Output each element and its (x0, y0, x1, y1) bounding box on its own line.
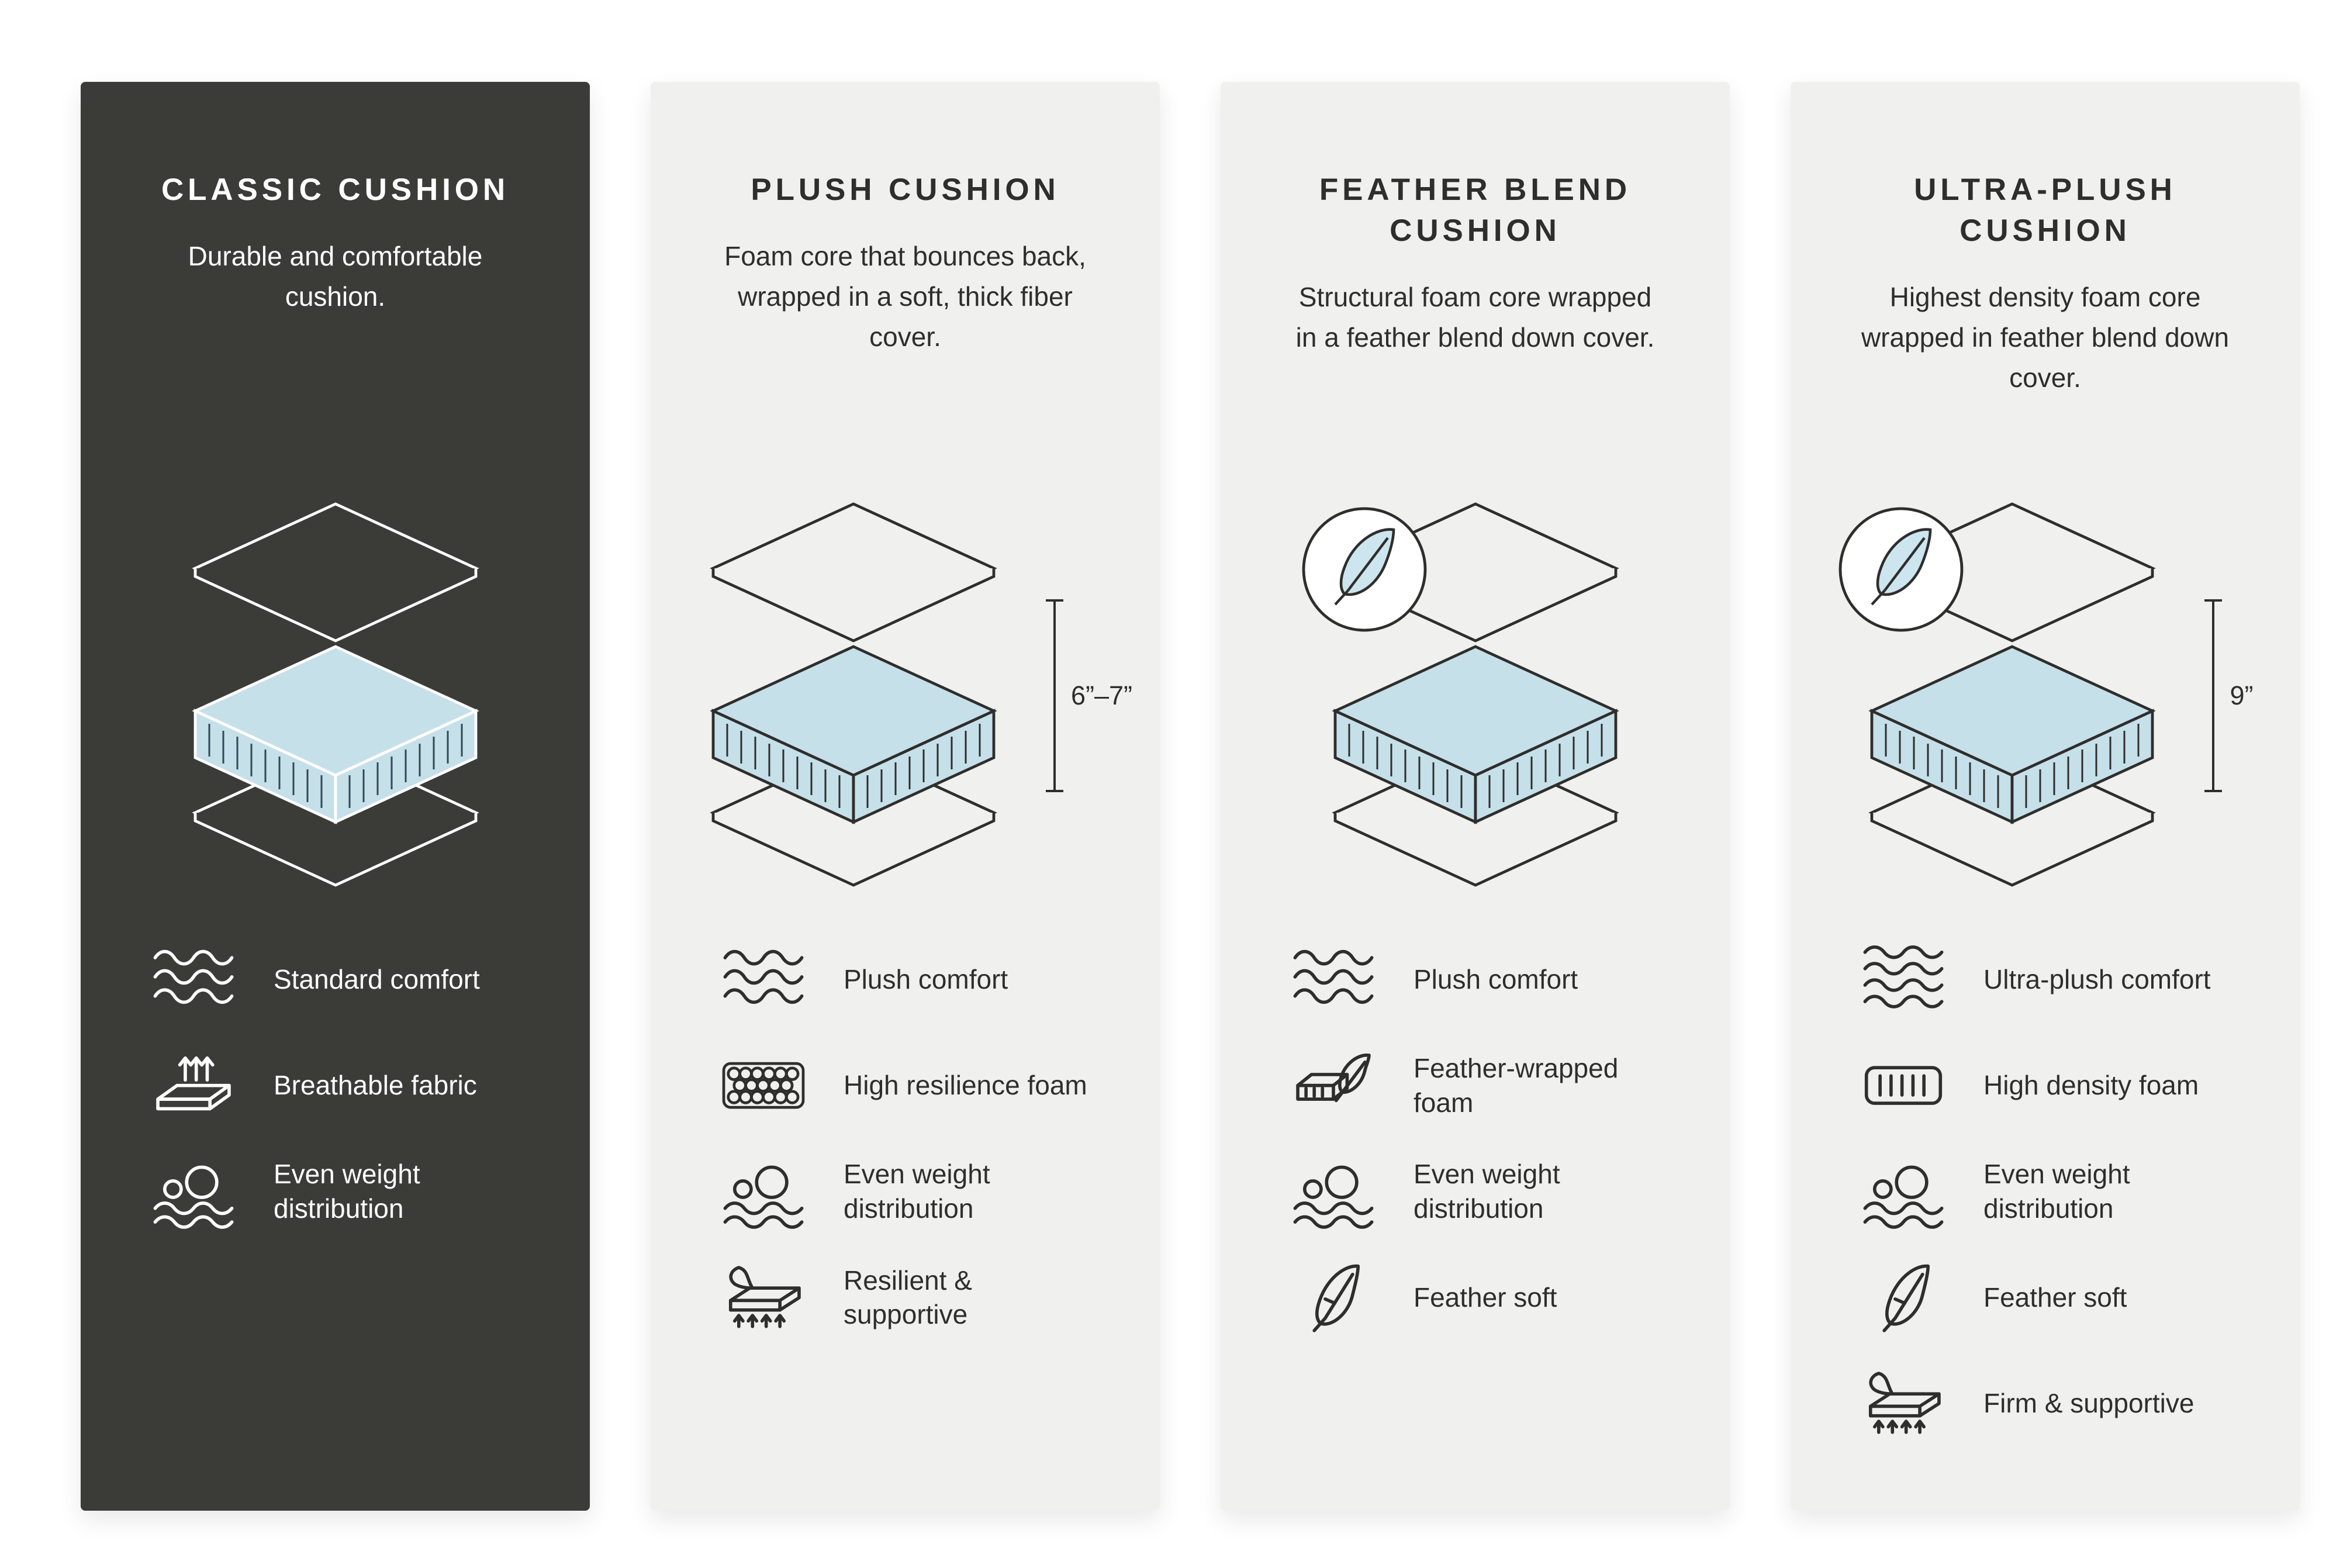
feature-row: Even weight distribution (150, 1153, 537, 1230)
waves-icon (720, 941, 807, 1018)
feature-label: Even weight distribution (274, 1159, 420, 1224)
supportive-icon (720, 1259, 807, 1336)
feature-label: Ultra-plush comfort (1983, 964, 2211, 995)
feature-label: Even weight distribution (1414, 1159, 1560, 1224)
feature-label: Feather soft (1983, 1282, 2127, 1313)
feature-row: High resilience foam (720, 1047, 1107, 1124)
panel-description: Durable and comfortable cushion. (188, 240, 483, 312)
measure-line-icon (2212, 599, 2215, 792)
feature-label: Plush comfort (844, 964, 1008, 995)
supportive-icon (1860, 1365, 1947, 1442)
weight-distribution-icon (1290, 1153, 1377, 1230)
feature-label: High resilience foam (844, 1070, 1087, 1101)
waves-icon (1290, 941, 1377, 1018)
feature-row: Standard comfort (150, 941, 537, 1018)
feature-label: High density foam (1983, 1070, 2199, 1101)
panel-feather-blend-cushion: FEATHER BLEND CUSHION Structural foam co… (1221, 82, 1730, 1511)
feature-row: Feather-wrapped foam (1290, 1047, 1677, 1124)
panel-description: Foam core that bounces back, wrapped in … (724, 240, 1086, 352)
waves-icon (150, 941, 237, 1018)
panel-header: PLUSH CUSHION Foam core that bounces bac… (703, 170, 1107, 450)
feature-label: Feather-wrapped foam (1414, 1053, 1619, 1118)
feature-row: Even weight distribution (1290, 1153, 1677, 1230)
height-measure: 9” (2212, 599, 2254, 792)
measure-line-icon (1053, 599, 1056, 792)
measure-label: 6”–7” (1070, 681, 1133, 710)
feature-label: Feather soft (1414, 1282, 1557, 1313)
feature-row: Firm & supportive (1860, 1365, 2247, 1442)
cushion-comparison-infographic: CLASSIC CUSHION Durable and comfortable … (0, 0, 2350, 1511)
density-foam-icon (1860, 1047, 1947, 1124)
panel-title: CLASSIC CUSHION (161, 172, 510, 207)
feature-list: Plush comfort Feather-wrapped foam Even … (1273, 941, 1677, 1336)
feature-label: Breathable fabric (274, 1070, 477, 1101)
panel-title: PLUSH CUSHION (751, 172, 1060, 207)
diagram-area: 6”–7” (673, 450, 1138, 941)
feature-row: Ultra-plush comfort (1860, 941, 2247, 1018)
panel-plush-cushion: PLUSH CUSHION Foam core that bounces bac… (651, 82, 1160, 1511)
feature-label: Even weight distribution (1983, 1159, 2130, 1224)
ultra-waves-icon (1860, 941, 1947, 1018)
feather-icon (1860, 1259, 1947, 1336)
panel-title: ULTRA-PLUSH CUSHION (1914, 172, 2176, 248)
feather-foam-icon (1290, 1047, 1377, 1124)
feature-label: Plush comfort (1414, 964, 1578, 995)
panel-title: FEATHER BLEND CUSHION (1319, 172, 1632, 248)
feature-row: Plush comfort (720, 941, 1107, 1018)
cushion-layers-diagram (160, 497, 511, 894)
weight-distribution-icon (720, 1153, 807, 1230)
feature-row: Feather soft (1290, 1259, 1677, 1336)
feature-row: Plush comfort (1290, 941, 1677, 1018)
resilience-foam-icon (720, 1047, 807, 1124)
panel-classic-cushion: CLASSIC CUSHION Durable and comfortable … (81, 82, 590, 1511)
diagram-area (103, 450, 568, 941)
feature-row: Resilient & supportive (720, 1259, 1107, 1336)
panel-description: Highest density foam core wrapped in fea… (1861, 281, 2230, 393)
feature-row: Even weight distribution (720, 1153, 1107, 1230)
feature-label: Standard comfort (274, 964, 480, 995)
feature-list: Standard comfort Breathable fabric Even … (133, 941, 537, 1230)
feature-label: Even weight distribution (844, 1159, 990, 1224)
panel-header: CLASSIC CUSHION Durable and comfortable … (133, 170, 537, 450)
feather-badge-icon (1302, 507, 1426, 632)
feather-icon (1290, 1259, 1377, 1336)
feature-list: Ultra-plush comfort High density foam Ev… (1843, 941, 2247, 1442)
feature-row: High density foam (1860, 1047, 2247, 1124)
cushion-layers-diagram (1300, 497, 1651, 894)
feature-row: Feather soft (1860, 1259, 2247, 1336)
panel-description: Structural foam core wrapped in a feathe… (1295, 281, 1655, 353)
panel-header: ULTRA-PLUSH CUSHION Highest density foam… (1843, 170, 2247, 450)
feature-label: Firm & supportive (1983, 1388, 2195, 1419)
feature-row: Breathable fabric (150, 1047, 537, 1124)
measure-label: 9” (2230, 681, 2254, 710)
panel-header: FEATHER BLEND CUSHION Structural foam co… (1273, 170, 1677, 450)
weight-distribution-icon (1860, 1153, 1947, 1230)
weight-distribution-icon (150, 1153, 237, 1230)
feature-list: Plush comfort High resilience foam Even … (703, 941, 1107, 1336)
diagram-area: 9” (1813, 450, 2278, 941)
breathable-icon (150, 1047, 237, 1124)
diagram-area (1243, 450, 1708, 941)
cushion-layers-diagram (1837, 497, 2187, 894)
height-measure: 6”–7” (1053, 599, 1132, 792)
cushion-layers-diagram (678, 497, 1029, 894)
feature-label: Resilient & supportive (844, 1265, 972, 1330)
panel-ultra-plush-cushion: ULTRA-PLUSH CUSHION Highest density foam… (1791, 82, 2300, 1511)
feather-badge-icon (1839, 507, 1964, 632)
feature-row: Even weight distribution (1860, 1153, 2247, 1230)
